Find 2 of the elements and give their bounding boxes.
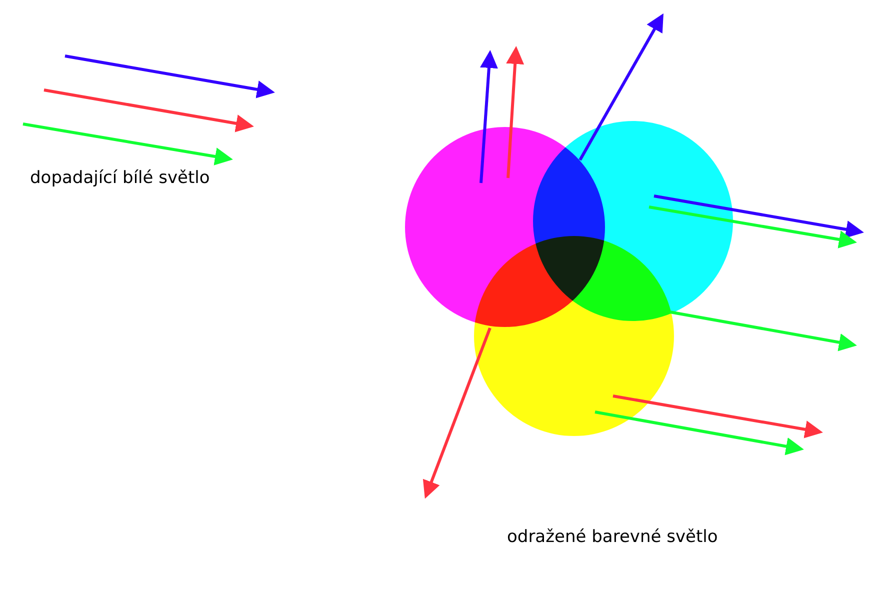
caption-text: dopadající bílé světlo (30, 168, 210, 188)
caption-text: odražené barevné světlo (507, 527, 718, 547)
